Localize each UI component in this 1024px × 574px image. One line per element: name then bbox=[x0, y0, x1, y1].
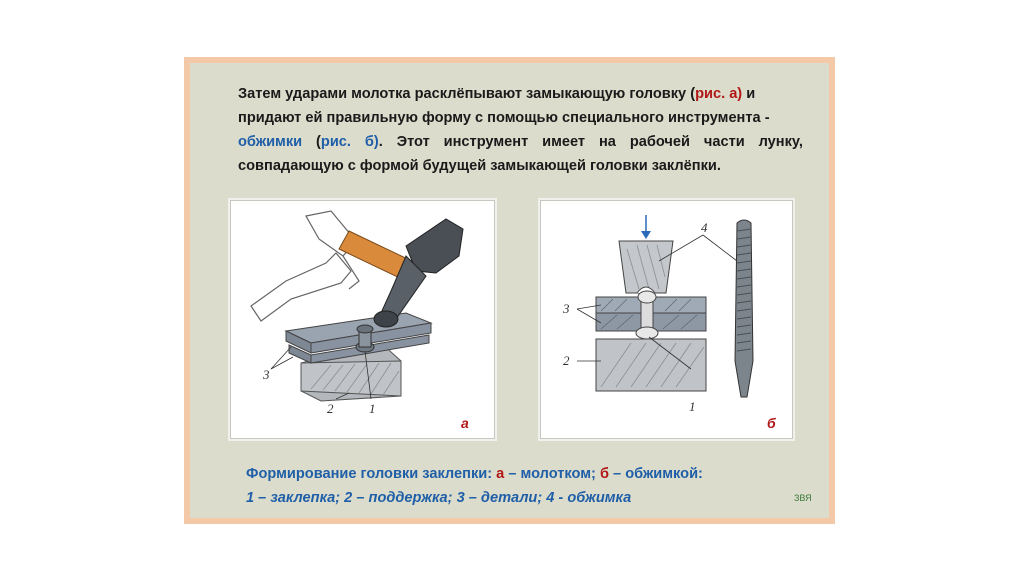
figure-caption: Формирование головки заклепки: а – молот… bbox=[246, 462, 703, 510]
label-3: 3 bbox=[562, 301, 570, 316]
label-4: 4 bbox=[701, 220, 708, 235]
label-2: 2 bbox=[327, 401, 334, 416]
caption-text: – обжимкой: bbox=[608, 466, 703, 482]
caption-text: Формирование головки заклепки: bbox=[246, 466, 497, 482]
crimping-tool-illustration: 4 3 2 1 bbox=[562, 215, 754, 414]
slide-frame: Затем ударами молотка расклёпывают замык… bbox=[184, 57, 835, 524]
paragraph-line-3: обжимки (рис. б). Этот инструмент имеет … bbox=[238, 130, 803, 154]
caption-ref-a: а bbox=[496, 466, 505, 482]
paragraph-text: и bbox=[742, 86, 756, 102]
hammer-riveting-illustration: 3 2 1 bbox=[250, 210, 464, 416]
label-3: 3 bbox=[262, 367, 270, 382]
figure-ref-b: рис. б) bbox=[320, 134, 379, 150]
slide-panel: Затем ударами молотка расклёпывают замык… bbox=[190, 63, 829, 518]
paragraph-text: ( bbox=[302, 134, 321, 150]
paragraph-text: . Этот инструмент имеет на рабочей части… bbox=[378, 134, 803, 150]
description-paragraph: Затем ударами молотка расклёпывают замык… bbox=[238, 82, 803, 178]
label-2: 2 bbox=[563, 353, 570, 368]
paragraph-text: придают ей правильную форму с помощью сп… bbox=[238, 110, 770, 126]
caption-line-2: 1 – заклепка; 2 – поддержка; 3 – детали;… bbox=[246, 490, 632, 506]
author-signature: ЗВЯ bbox=[794, 493, 812, 503]
caption-ref-b: б bbox=[599, 466, 609, 482]
label-1: 1 bbox=[689, 399, 696, 414]
term-obzhimka: обжимки bbox=[238, 134, 303, 150]
paragraph-text: совпадающую с формой будущей замыкающей … bbox=[238, 158, 721, 174]
paragraph-line-1: Затем ударами молотка расклёпывают замык… bbox=[238, 82, 803, 106]
paragraph-line-2: придают ей правильную форму с помощью сп… bbox=[238, 106, 803, 130]
figure-b: 4 3 2 1 б bbox=[540, 200, 793, 439]
label-1: 1 bbox=[369, 401, 376, 416]
figure-b-letter: б bbox=[767, 415, 776, 431]
figure-a-letter: а bbox=[461, 415, 469, 431]
figure-ref-a: рис. а) bbox=[695, 86, 743, 102]
caption-text: – молотком; bbox=[504, 466, 600, 482]
paragraph-line-4: совпадающую с формой будущей замыкающей … bbox=[238, 154, 803, 178]
caption-line-1: Формирование головки заклепки: а – молот… bbox=[246, 462, 703, 486]
paragraph-text: Затем ударами молотка расклёпывают замык… bbox=[238, 86, 696, 102]
figure-a: 3 2 1 а bbox=[230, 200, 495, 439]
